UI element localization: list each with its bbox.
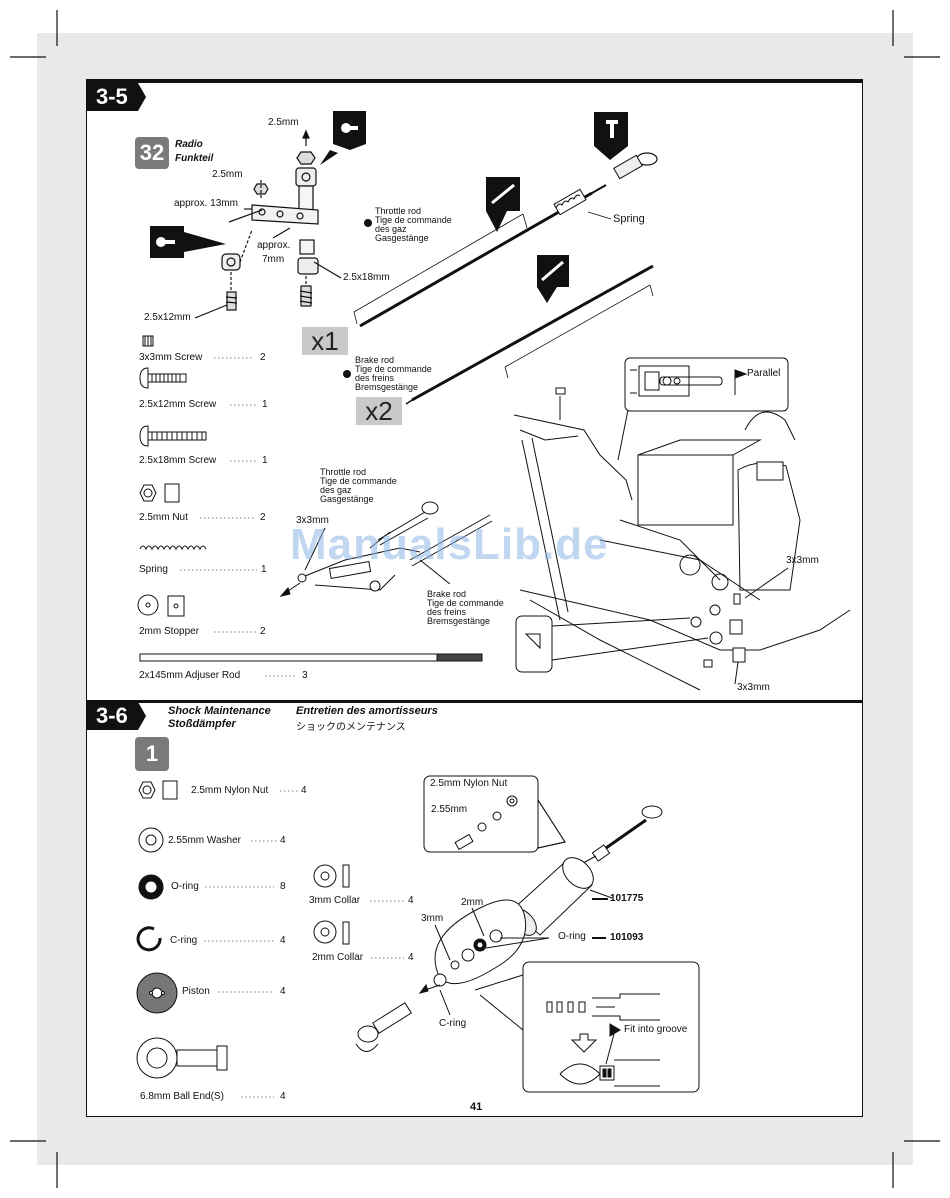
part-name: 3mm Collar <box>309 895 361 906</box>
section-title-de: Stoßdämpfer <box>168 718 236 730</box>
section-title-fr: Entretien des amortisseurs <box>296 705 438 717</box>
dotted-leaders <box>180 357 404 1098</box>
label-2-5mm-top: 2.5mm <box>268 117 299 128</box>
section-divider <box>86 700 863 703</box>
hex-tool-icon <box>320 111 366 165</box>
throttle-rod-label-line: Throttle rod <box>320 467 367 477</box>
page-number: 41 <box>470 1101 483 1113</box>
shock-exploded-drawing <box>355 775 700 1093</box>
label-3x3mm-left: 3x3mm <box>296 515 329 526</box>
label-3x3mm-right: 3x3mm <box>786 555 819 566</box>
quantity-x1: x1 <box>302 327 348 355</box>
throttle-link-drawing <box>279 501 493 597</box>
label-2-5mm-mid: 2.5mm <box>212 169 243 180</box>
throttle-rod-label-line: des gaz <box>375 224 407 234</box>
label-2-5x12mm: 2.5x12mm <box>144 312 191 323</box>
part-qty: 3 <box>302 670 308 681</box>
part-name: Spring <box>139 564 168 575</box>
part-qty: 4 <box>280 1091 286 1102</box>
label-c-ring: C-ring <box>439 1018 467 1029</box>
part-qty: 4 <box>280 935 286 946</box>
label-7mm: 7mm <box>262 254 285 265</box>
part-name: O-ring <box>171 881 199 892</box>
label-2mm: 2mm <box>461 897 484 908</box>
part-name: 6.8mm Ball End(S) <box>140 1091 224 1102</box>
part-name: 2.5x18mm Screw <box>139 455 217 466</box>
throttle-rod-drawing <box>353 152 658 329</box>
parts-icons-35 <box>137 335 483 662</box>
throttle-rod-label-line: Gasgestänge <box>320 494 374 504</box>
label-o-ring: O-ring <box>558 931 586 942</box>
throttle-rod-label-line: Throttle rod <box>375 206 422 216</box>
part-qty: 2 <box>260 352 266 363</box>
label-fit-groove: Fit into groove <box>624 1024 688 1035</box>
part-qty: 1 <box>262 455 268 466</box>
part-name: Piston <box>182 986 210 997</box>
label-3x3mm-bottom: 3x3mm <box>737 682 770 693</box>
part-qty: 1 <box>261 564 267 575</box>
part-qty: 4 <box>280 835 286 846</box>
quantity-x2: x2 <box>356 397 402 425</box>
part-qty: 4 <box>408 895 414 906</box>
brake-rod-label-line: Brake rod <box>427 589 467 599</box>
label-part-101775: 101775 <box>610 893 644 904</box>
cut-tool-icon <box>486 177 520 232</box>
label-2-5x18mm: 2.5x18mm <box>343 272 390 283</box>
label-part-101093: 101093 <box>610 932 644 943</box>
part-name: C-ring <box>170 935 198 946</box>
label-spring: Spring <box>613 213 645 225</box>
top-rule <box>86 79 863 83</box>
brake-rod-label-line: Brake rod <box>355 355 395 365</box>
parts-icons-36 <box>136 780 350 1079</box>
chassis-drawing <box>513 387 851 691</box>
part-qty: 2 <box>260 512 266 523</box>
section-title-jp: ショックのメンテナンス <box>296 722 406 733</box>
label-2-55mm: 2.55mm <box>431 804 468 815</box>
step-badge-1: 1 <box>135 737 169 771</box>
throttle-rod-label-line: Tige de commande <box>320 476 397 486</box>
brake-rod-label-line: des freins <box>427 607 467 617</box>
section-tag-3-6: 3-6 <box>86 702 146 730</box>
brake-rod-label-line: Tige de commande <box>427 598 504 608</box>
part-qty: 8 <box>280 881 286 892</box>
brake-rod-label-line: Bremsgestänge <box>355 382 419 392</box>
label-nylon-nut: 2.5mm Nylon Nut <box>430 778 508 789</box>
part-name: 2mm Stopper <box>139 626 200 637</box>
throttle-rod-label-line: Gasgestänge <box>375 233 429 243</box>
watermark: ManualsLib.de <box>290 520 609 569</box>
part-name: 2.5x12mm Screw <box>139 399 217 410</box>
part-name: 2.5mm Nylon Nut <box>191 785 269 796</box>
servo-horn-assembly <box>194 129 342 319</box>
label-parallel: Parallel <box>747 368 781 379</box>
press-fit-icon <box>594 112 628 160</box>
part-name: 2mm Collar <box>312 952 364 963</box>
throttle-rod-label-line: des gaz <box>320 485 352 495</box>
part-name: 2.5mm Nut <box>139 512 188 523</box>
part-qty: 2 <box>260 626 266 637</box>
section-title-en: Shock Maintenance <box>168 705 271 717</box>
step-title-en: Radio <box>175 139 203 150</box>
part-name: 3x3mm Screw <box>139 352 203 363</box>
hex-tool-icon <box>150 226 226 258</box>
step-title-de: Funkteil <box>175 153 214 164</box>
step-badge-32: 32 <box>135 137 169 169</box>
label-approx: approx. <box>257 240 291 251</box>
part-qty: 4 <box>408 952 414 963</box>
throttle-rod-label-line: Tige de commande <box>375 215 452 225</box>
part-name: 2.55mm Washer <box>168 835 241 846</box>
brake-rod-label-line: Bremsgestänge <box>427 616 491 626</box>
label-3mm: 3mm <box>421 913 444 924</box>
brake-rod-label-line: Tige de commande <box>355 364 432 374</box>
label-approx-13mm: approx. 13mm <box>174 198 238 209</box>
part-name: 2x145mm Adjuser Rod <box>139 670 241 681</box>
brake-rod-drawing <box>405 264 655 405</box>
part-qty: 4 <box>280 986 286 997</box>
section-tag-3-5: 3-5 <box>86 83 146 111</box>
brake-rod-label-line: des freins <box>355 373 395 383</box>
part-qty: 1 <box>262 399 268 410</box>
cut-tool-icon <box>537 255 569 303</box>
part-qty: 4 <box>301 785 307 796</box>
